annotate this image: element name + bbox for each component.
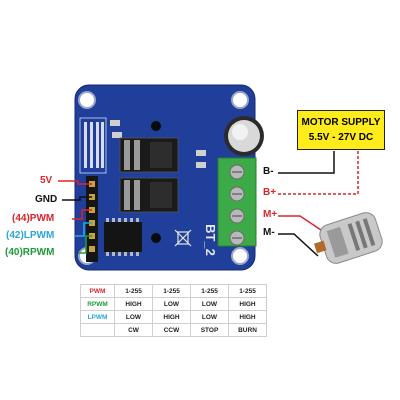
small-hole bbox=[151, 121, 161, 131]
mounting-hole bbox=[78, 91, 96, 109]
table-cell: LOW bbox=[114, 310, 153, 324]
wire-pwm bbox=[72, 209, 92, 220]
supply-wires bbox=[278, 151, 359, 257]
resistor bbox=[196, 150, 206, 156]
row-label: PWM bbox=[80, 284, 115, 298]
wire-rpwm bbox=[78, 235, 92, 254]
table-cell: HIGH bbox=[152, 310, 191, 324]
table-row: RPWM HIGH LOW LOW HIGH bbox=[80, 297, 267, 311]
motor-supply-voltage: 5.5V - 27V DC bbox=[308, 132, 374, 143]
row-label: LPWM bbox=[80, 310, 115, 324]
resistor bbox=[110, 120, 120, 126]
wire-b-plus bbox=[278, 151, 359, 195]
heat-tab bbox=[150, 182, 172, 208]
resistor bbox=[112, 132, 122, 138]
terminal-label-b-minus: B- bbox=[263, 166, 274, 177]
truth-table: PWM 1-255 1-255 1-255 1-255 RPWM HIGH LO… bbox=[80, 284, 267, 337]
wire-m-minus bbox=[278, 233, 319, 257]
table-cell: LOW bbox=[152, 297, 191, 311]
capacitor bbox=[224, 116, 264, 156]
row-label bbox=[80, 323, 115, 337]
table-row: PWM 1-255 1-255 1-255 1-255 bbox=[80, 284, 267, 298]
pin-wires bbox=[58, 180, 92, 254]
heat-tab bbox=[150, 142, 172, 168]
wire-m-plus bbox=[278, 215, 331, 237]
motor-supply-box: MOTOR SUPPLY 5.5V - 27V DC bbox=[297, 110, 385, 150]
table-cell: HIGH bbox=[114, 297, 153, 311]
table-cell: STOP bbox=[190, 323, 229, 337]
table-cell: HIGH bbox=[228, 310, 267, 324]
recycle-bin-mark bbox=[174, 229, 192, 247]
small-hole bbox=[151, 233, 161, 243]
pin-header bbox=[86, 176, 98, 262]
pin-label-rpwm: (40)RPWM bbox=[5, 247, 55, 258]
table-cell: LOW bbox=[190, 297, 229, 311]
wire-lpwm bbox=[74, 222, 92, 237]
table-cell: 1-255 bbox=[228, 284, 267, 298]
wire-gnd bbox=[62, 196, 92, 201]
table-row: LPWM LOW HIGH LOW HIGH bbox=[80, 310, 267, 324]
wire-b-minus bbox=[278, 151, 335, 174]
motor-supply-title: MOTOR SUPPLY bbox=[301, 117, 381, 128]
silkscreen-block bbox=[79, 117, 107, 174]
table-cell: LOW bbox=[190, 310, 229, 324]
screw-terminal-block bbox=[217, 157, 257, 247]
table-cell: BURN bbox=[228, 323, 267, 337]
pin-label-pwm: (44)PWM bbox=[12, 213, 55, 224]
terminal-label-b-plus: B+ bbox=[263, 187, 277, 198]
table-cell: 1-255 bbox=[152, 284, 191, 298]
table-cell: CW bbox=[114, 323, 153, 337]
resistor bbox=[196, 162, 206, 168]
mounting-hole bbox=[231, 91, 249, 109]
terminal-label-m-minus: M- bbox=[263, 227, 275, 238]
motor-driver-board: BT_2 bbox=[74, 84, 264, 271]
table-cell: 1-255 bbox=[114, 284, 153, 298]
table-row: CW CCW STOP BURN bbox=[80, 323, 267, 337]
table-cell: CCW bbox=[152, 323, 191, 337]
wire-5v bbox=[58, 180, 92, 185]
logic-ic bbox=[104, 222, 142, 252]
pin-label-5v: 5V bbox=[40, 175, 53, 186]
row-label: RPWM bbox=[80, 297, 115, 311]
pin-label-gnd: GND bbox=[35, 194, 58, 205]
terminal-label-m-plus: M+ bbox=[263, 209, 278, 220]
table-cell: HIGH bbox=[228, 297, 267, 311]
dc-motor bbox=[313, 212, 383, 264]
mounting-hole bbox=[231, 247, 249, 265]
pin-label-lpwm: (42)LPWM bbox=[6, 230, 55, 241]
board-label: BT_2 bbox=[203, 224, 218, 256]
table-cell: 1-255 bbox=[190, 284, 229, 298]
